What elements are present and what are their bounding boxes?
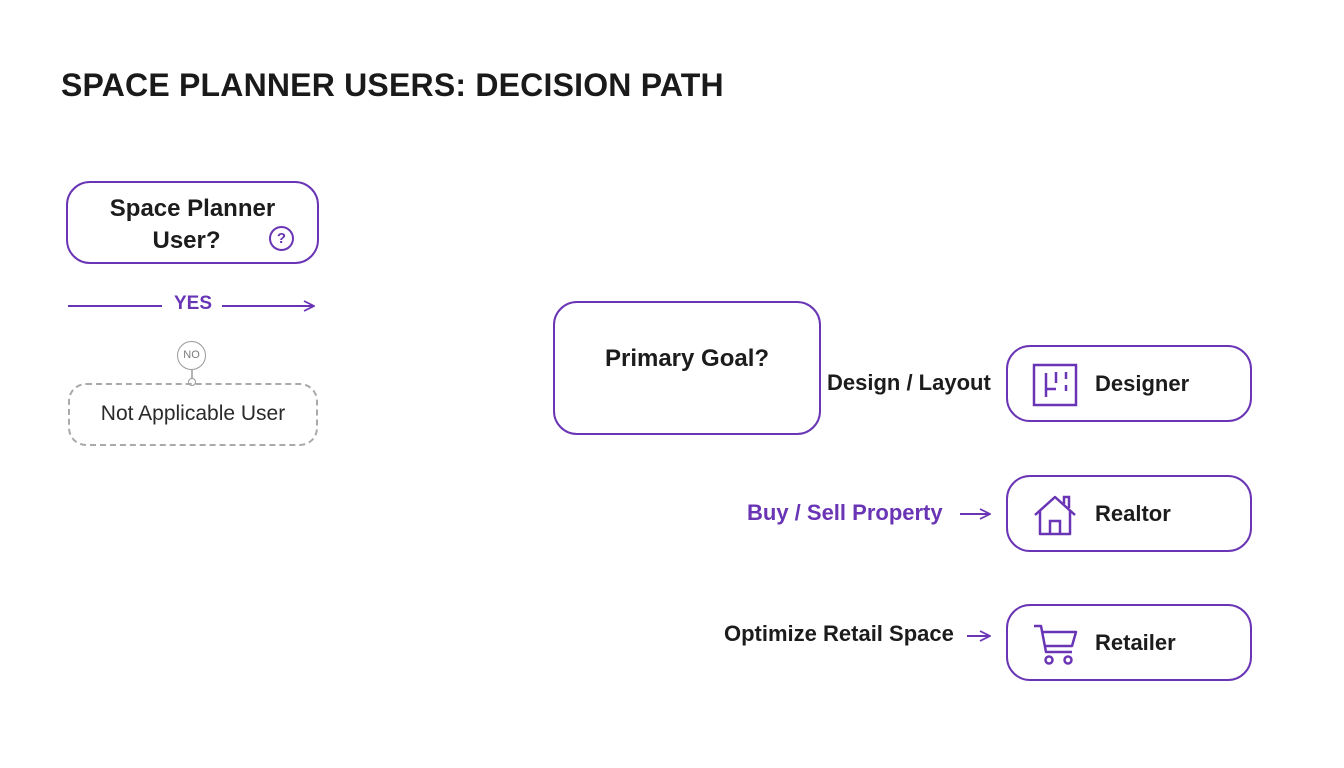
start-node-line1: Space Planner (109, 195, 276, 222)
outcome-designer: Designer (1006, 345, 1252, 422)
start-node-line2: User? (152, 227, 221, 254)
start-node: Space Planner User? ? (66, 181, 319, 264)
outcome-retailer: Retailer (1006, 604, 1252, 681)
branch-label-design: Design / Layout (827, 370, 991, 395)
outcome-realtor: Realtor (1006, 475, 1252, 552)
connector-dot (188, 378, 196, 386)
question-mark-icon: ? (269, 226, 294, 251)
shopping-cart-icon (1034, 624, 1078, 665)
floor-plan-icon (1032, 363, 1078, 407)
primary-goal-node: Primary Goal? (553, 301, 821, 435)
diagram-title: SPACE PLANNER USERS: DECISION PATH (61, 67, 724, 103)
outcome-retailer-label: Retailer (1095, 630, 1176, 655)
primary-goal-label: Primary Goal? (604, 345, 770, 372)
start-node-label: Space Planner User? (68, 193, 317, 257)
branch-label-property: Buy / Sell Property (747, 500, 943, 525)
branch-label-retail: Optimize Retail Space (724, 621, 954, 646)
outcome-designer-label: Designer (1095, 371, 1190, 396)
house-icon (1034, 495, 1076, 536)
not-applicable-node: Not Applicable User (68, 383, 318, 446)
no-badge: NO (177, 341, 206, 370)
outcome-realtor-label: Realtor (1095, 501, 1171, 526)
yes-label: YES (173, 293, 213, 314)
not-applicable-label: Not Applicable User (100, 402, 286, 425)
